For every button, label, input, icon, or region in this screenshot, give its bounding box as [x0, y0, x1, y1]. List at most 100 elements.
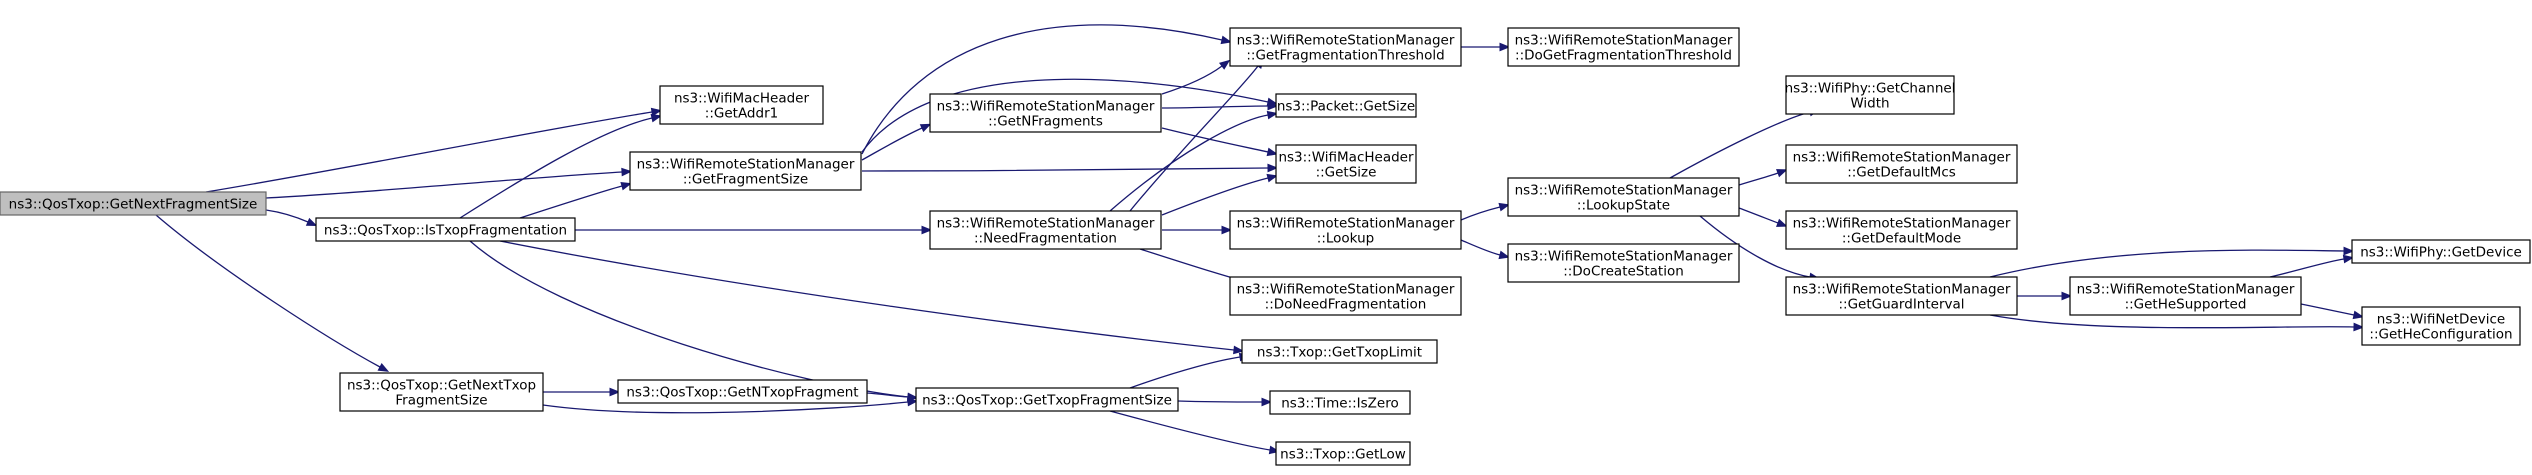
node-getFragmentSize[interactable]: ns3::WifiRemoteStationManager::GetFragme…: [629, 151, 862, 191]
arrowhead: [1266, 110, 1279, 120]
edge-line: [1699, 215, 1811, 278]
node-box: [915, 387, 1179, 412]
node-label-line: ::DoNeedFragmentation: [1265, 297, 1427, 313]
node-box: [1275, 441, 1411, 466]
node-label-line: ns3::WifiRemoteStationManager: [1515, 33, 1733, 49]
edge-getGuardInterval-to-getHeSupported: [2017, 291, 2073, 301]
node-label-line: ns3::WifiRemoteStationManager: [1793, 282, 2011, 298]
node-box: [1785, 210, 2018, 250]
edge-root-to-getFragmentSize: [265, 167, 633, 199]
node-getLow[interactable]: ns3::Txop::GetLow: [1275, 441, 1411, 466]
node-doNeedFragmentation[interactable]: ns3::WifiRemoteStationManager::DoNeedFra…: [1229, 276, 1462, 316]
node-label-line: ns3::Time::IsZero: [1281, 396, 1399, 412]
node-getTxopLimit[interactable]: ns3::Txop::GetTxopLimit: [1241, 339, 1438, 364]
node-box: [1785, 75, 1955, 115]
edge-getFragmentSize-to-macHeaderGetSize: [861, 163, 1279, 173]
nodes-layer: ns3::QosTxop::GetNextFragmentSizens3::Qo…: [0, 27, 2531, 466]
node-label-line: ::GetFragmentationThreshold: [1246, 48, 1444, 64]
node-isTxopFrag[interactable]: ns3::QosTxop::IsTxopFragmentation: [315, 217, 576, 242]
node-getNTxopFragment[interactable]: ns3::QosTxop::GetNTxopFragment: [617, 379, 868, 404]
node-label-line: ns3::WifiRemoteStationManager: [1237, 33, 1455, 49]
node-getTxopFragmentSize[interactable]: ns3::QosTxop::GetTxopFragmentSize: [915, 387, 1179, 412]
node-label-line: ns3::WifiPhy::GetDevice: [2360, 245, 2522, 261]
edge-line: [1109, 114, 1269, 212]
edge-lookup-to-lookupState: [1460, 202, 1511, 221]
node-needFragmentation[interactable]: ns3::WifiRemoteStationManager::NeedFragm…: [929, 210, 1162, 250]
node-label-line: ns3::QosTxop::IsTxopFragmentation: [324, 223, 567, 239]
node-box: [1269, 390, 1411, 415]
node-box: [1275, 93, 1417, 118]
node-label-line: ns3::WifiRemoteStationManager: [1515, 249, 1733, 265]
arrowhead: [1776, 218, 1788, 227]
edge-isTxopFrag-to-getAddr1: [459, 113, 663, 219]
node-box: [315, 217, 576, 242]
edge-getNFragments-to-macHeaderGetSize: [1161, 127, 1279, 157]
node-doGetFragThreshold[interactable]: ns3::WifiRemoteStationManager::DoGetFrag…: [1507, 27, 1740, 67]
edge-line: [1989, 314, 2355, 329]
edge-line: [155, 214, 381, 368]
edge-line: [1177, 400, 1263, 403]
node-getGuardInterval[interactable]: ns3::WifiRemoteStationManager::GetGuardI…: [1785, 276, 2018, 316]
node-box: [1507, 243, 1740, 283]
node-getHeConfiguration[interactable]: ns3::WifiNetDevice::GetHeConfiguration: [2361, 306, 2521, 346]
arrowhead: [2342, 254, 2355, 264]
node-label-line: ::GetFragmentSize: [683, 172, 808, 188]
node-label-line: ns3::WifiRemoteStationManager: [1237, 216, 1455, 232]
node-label-line: ns3::Txop::GetLow: [1280, 447, 1406, 463]
edge-lookup-to-doCreateStation: [1460, 239, 1511, 260]
node-label-line: ::GetHeSupported: [2125, 297, 2247, 313]
node-getHeSupported[interactable]: ns3::WifiRemoteStationManager::GetHeSupp…: [2069, 276, 2302, 316]
arrowhead: [305, 217, 318, 227]
arrowhead: [621, 167, 633, 177]
node-box: [0, 191, 267, 216]
node-box: [1275, 144, 1417, 184]
arrowhead: [2061, 291, 2073, 301]
node-getDefaultMcs[interactable]: ns3::WifiRemoteStationManager::GetDefaul…: [1785, 144, 2018, 184]
node-root: ns3::QosTxop::GetNextFragmentSize: [0, 191, 267, 216]
edge-line: [519, 185, 623, 219]
node-box: [1507, 177, 1740, 217]
node-label-line: ::GetDefaultMode: [1842, 231, 1961, 247]
node-label-line: ns3::WifiRemoteStationManager: [937, 216, 1155, 232]
node-getFragThreshold[interactable]: ns3::WifiRemoteStationManager::GetFragme…: [1229, 27, 1462, 67]
edge-line: [2269, 258, 2345, 278]
node-getDefaultMode[interactable]: ns3::WifiRemoteStationManager::GetDefaul…: [1785, 210, 2018, 250]
node-lookupState[interactable]: ns3::WifiRemoteStationManager::LookupSta…: [1507, 177, 1740, 217]
arrowhead: [1218, 59, 1231, 70]
node-box: [929, 210, 1162, 250]
node-box: [2361, 306, 2521, 346]
node-doCreateStation[interactable]: ns3::WifiRemoteStationManager::DoCreateS…: [1507, 243, 1740, 283]
edge-needFragmentation-to-packetGetSize: [1109, 110, 1279, 212]
node-label-line: ns3::WifiPhy::GetChannel: [1785, 81, 1956, 97]
edge-getGuardInterval-to-getHeConfiguration: [1989, 314, 2365, 332]
edge-line: [861, 167, 1269, 172]
edge-line: [866, 392, 909, 398]
node-box: [1785, 144, 2018, 184]
node-label-line: ns3::WifiRemoteStationManager: [2077, 282, 2295, 298]
edge-root-to-getNextTxopFragSize: [155, 214, 390, 372]
node-box: [2069, 276, 2302, 316]
node-label-line: ns3::Packet::GetSize: [1277, 99, 1415, 115]
node-getNFragments[interactable]: ns3::WifiRemoteStationManager::GetNFragm…: [929, 93, 1162, 133]
arrowhead: [1266, 173, 1279, 183]
arrowhead: [1776, 169, 1788, 178]
node-getDevice[interactable]: ns3::WifiPhy::GetDevice: [2351, 239, 2531, 264]
node-getAddr1[interactable]: ns3::WifiMacHeader::GetAddr1: [659, 85, 824, 125]
node-isZero[interactable]: ns3::Time::IsZero: [1269, 390, 1411, 415]
node-macHeaderGetSize[interactable]: ns3::WifiMacHeader::GetSize: [1275, 144, 1417, 184]
arrowhead: [1498, 250, 1511, 260]
node-box: [1507, 27, 1740, 67]
edge-line: [1669, 111, 1811, 179]
edge-line: [499, 240, 1235, 351]
node-label-line: ns3::WifiNetDevice: [2377, 312, 2505, 328]
node-lookup[interactable]: ns3::WifiRemoteStationManager::Lookup: [1229, 210, 1462, 250]
edge-getHeSupported-to-getHeConfiguration: [2300, 303, 2365, 320]
node-label-line: ::DoCreateStation: [1563, 264, 1684, 280]
edge-isTxopFrag-to-needFragmentation: [575, 225, 933, 235]
node-packetGetSize[interactable]: ns3::Packet::GetSize: [1275, 93, 1417, 118]
edge-line: [1129, 65, 1259, 212]
edge-getGuardInterval-to-getDevice: [1989, 246, 2355, 278]
node-box: [1785, 276, 2018, 316]
